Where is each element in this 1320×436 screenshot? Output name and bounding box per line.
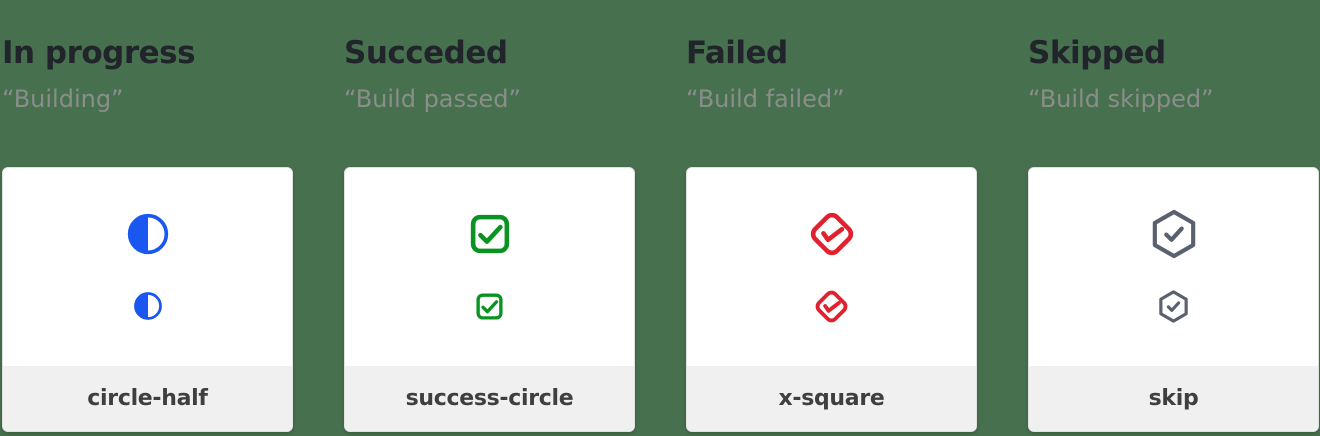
circle-half-icon	[127, 214, 168, 255]
icon-card-body	[1029, 168, 1318, 366]
status-title: Succeded	[344, 35, 508, 71]
icon-name-label: x-square	[778, 386, 885, 412]
check-diamond-icon	[815, 290, 848, 323]
icon-slot-large	[1149, 208, 1199, 260]
status-title: Skipped	[1028, 35, 1166, 71]
status-column-in-progress: In progress “Building” circle-	[2, 0, 293, 436]
icon-slot-large	[126, 208, 170, 260]
icon-card-footer: success-circle	[345, 366, 634, 431]
icon-card-footer: skip	[1029, 366, 1318, 431]
status-title: In progress	[2, 35, 196, 71]
icon-card-footer: x-square	[687, 366, 976, 431]
status-subtitle: “Build failed”	[686, 85, 845, 113]
status-column-failed: Failed “Build failed” x-square	[686, 0, 977, 436]
icon-name-label: success-circle	[405, 386, 574, 412]
check-square-icon	[470, 215, 509, 254]
icon-card: skip	[1028, 167, 1319, 432]
check-hexagon-icon	[1152, 210, 1195, 259]
icon-name-label: skip	[1148, 386, 1199, 412]
icon-slot-small	[813, 286, 850, 326]
check-diamond-icon	[810, 213, 853, 256]
status-subtitle: “Build passed”	[344, 85, 521, 113]
check-square-icon	[476, 293, 503, 320]
icon-name-label: circle-half	[87, 386, 208, 412]
status-subtitle: “Build skipped”	[1028, 85, 1214, 113]
icon-card-footer: circle-half	[3, 366, 292, 431]
check-hexagon-icon	[1159, 290, 1188, 323]
icon-slot-large	[467, 208, 513, 260]
icon-slot-small	[133, 286, 163, 326]
status-column-skipped: Skipped “Build skipped” skip	[1028, 0, 1319, 436]
circle-half-icon	[133, 292, 162, 321]
icon-card-body	[687, 168, 976, 366]
icon-card-body	[345, 168, 634, 366]
icon-slot-large	[807, 208, 857, 260]
icon-slot-small	[1157, 286, 1190, 326]
icon-slot-small	[474, 286, 505, 326]
icon-card: x-square	[686, 167, 977, 432]
icon-card: circle-half	[2, 167, 293, 432]
status-column-succeeded: Succeded “Build passed” succes	[344, 0, 635, 436]
status-title: Failed	[686, 35, 788, 71]
icon-card: success-circle	[344, 167, 635, 432]
icon-card-body	[3, 168, 292, 366]
status-subtitle: “Building”	[2, 85, 124, 113]
